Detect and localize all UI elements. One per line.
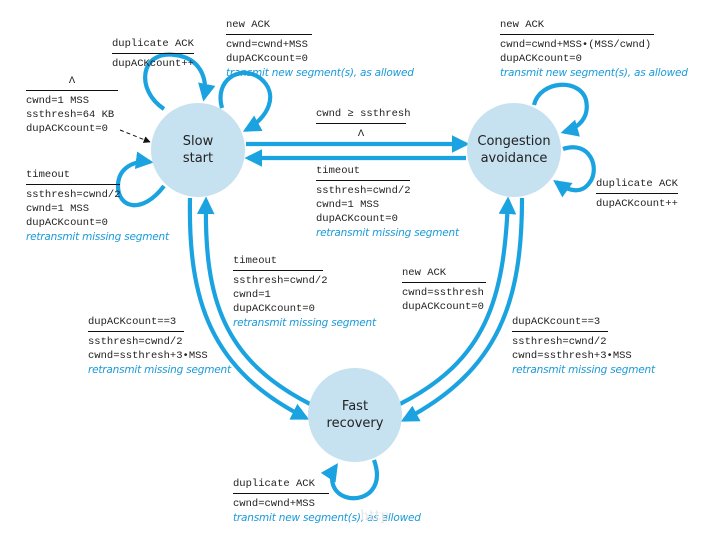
fr-to-ca-arrow bbox=[399, 196, 517, 406]
action-text: dupACKcount++ bbox=[112, 58, 194, 70]
note-text: retransmit missing segment bbox=[512, 364, 655, 376]
state-label-line1: Congestion bbox=[477, 134, 551, 149]
action-text: dupACKcount=0 bbox=[402, 301, 484, 313]
action-text: ssthresh=cwnd/2 bbox=[233, 275, 328, 287]
note-text: retransmit missing segment bbox=[233, 317, 376, 329]
label-initial: Λ cwnd=1 MSS ssthresh=64 KB dupACKcount=… bbox=[26, 74, 118, 136]
note-text: retransmit missing segment bbox=[88, 364, 231, 376]
watermark: http bbox=[360, 508, 390, 524]
note-text: transmit new segment(s), as allowed bbox=[500, 67, 688, 79]
state-congestion-avoidance: Congestion avoidance bbox=[467, 103, 561, 197]
label-ss-duplicate-ack: duplicate ACK dupACKcount++ bbox=[112, 37, 194, 71]
event-text: dupACKcount==3 bbox=[512, 315, 608, 332]
ss-dup-ack-loop bbox=[143, 52, 216, 111]
action-text: ssthresh=64 KB bbox=[26, 109, 115, 121]
action-text: dupACKcount=0 bbox=[26, 217, 108, 229]
note-text: retransmit missing segment bbox=[316, 227, 459, 239]
label-ca-to-fr: dupACKcount==3 ssthresh=cwnd/2 cwnd=ssth… bbox=[512, 315, 655, 377]
label-ss-new-ack: new ACK cwnd=cwnd+MSS dupACKcount=0 tran… bbox=[226, 18, 414, 80]
event-text: duplicate ACK bbox=[112, 37, 194, 54]
ss-timeout-loop bbox=[115, 151, 166, 208]
action-text: cwnd=cwnd+MSS•(MSS/cwnd) bbox=[500, 39, 652, 51]
ca-to-fr-arrow bbox=[400, 197, 525, 422]
label-ca-to-ss-timeout: timeout ssthresh=cwnd/2 cwnd=1 MSS dupAC… bbox=[316, 164, 459, 240]
action-text: ssthresh=cwnd/2 bbox=[26, 189, 121, 201]
action-text: dupACKcount=0 bbox=[500, 53, 582, 65]
state-label-line2: recovery bbox=[326, 416, 384, 431]
fr-dup-ack-loop bbox=[320, 459, 379, 501]
label-ss-to-fr: dupACKcount==3 ssthresh=cwnd/2 cwnd=ssth… bbox=[88, 315, 231, 377]
action-text: ssthresh=cwnd/2 bbox=[512, 336, 607, 348]
event-text: new ACK bbox=[402, 266, 486, 283]
event-text: timeout bbox=[316, 164, 410, 181]
action-text: dupACKcount=0 bbox=[226, 53, 308, 65]
event-text: timeout bbox=[26, 168, 120, 185]
label-ss-to-ca: cwnd ≥ ssthresh Λ bbox=[316, 107, 411, 141]
event-text: new ACK bbox=[226, 18, 312, 35]
action-text: ssthresh=cwnd/2 bbox=[88, 336, 183, 348]
action-text: cwnd=ssthresh+3•MSS bbox=[88, 350, 208, 362]
label-fr-duplicate-ack: duplicate ACK cwnd=cwnd+MSS transmit new… bbox=[233, 477, 421, 525]
action-text: cwnd=cwnd+MSS bbox=[226, 39, 308, 51]
label-ss-timeout: timeout ssthresh=cwnd/2 cwnd=1 MSS dupAC… bbox=[26, 168, 169, 244]
event-text: timeout bbox=[233, 254, 323, 271]
action-text: cwnd=1 bbox=[233, 289, 271, 301]
event-text: dupACKcount==3 bbox=[88, 315, 184, 332]
state-label-line2: start bbox=[182, 151, 214, 166]
action-text: cwnd=cwnd+MSS bbox=[233, 498, 315, 510]
action-text: cwnd=ssthresh+3•MSS bbox=[512, 350, 632, 362]
note-text: transmit new segment(s), as allowed bbox=[233, 512, 421, 524]
action-text: cwnd=1 MSS bbox=[316, 199, 380, 211]
fr-to-ss-arrow bbox=[196, 196, 311, 406]
note-text: retransmit missing segment bbox=[26, 231, 169, 243]
label-ca-new-ack: new ACK cwnd=cwnd+MSS•(MSS/cwnd) dupACKc… bbox=[500, 18, 688, 80]
action-text: dupACKcount=0 bbox=[233, 303, 315, 315]
action-text: dupACKcount=0 bbox=[316, 213, 398, 225]
action-text: dupACKcount++ bbox=[596, 198, 678, 210]
label-fr-to-ca: new ACK cwnd=ssthresh dupACKcount=0 bbox=[402, 266, 486, 314]
state-slow-start: Slow start bbox=[151, 103, 245, 197]
event-text: cwnd ≥ ssthresh bbox=[316, 107, 411, 124]
label-fr-to-ss-timeout: timeout ssthresh=cwnd/2 cwnd=1 dupACKcou… bbox=[233, 254, 376, 330]
event-text: new ACK bbox=[500, 18, 654, 35]
state-label-line2: avoidance bbox=[480, 151, 548, 166]
event-text: Λ bbox=[26, 74, 118, 91]
ss-to-fr-arrow bbox=[187, 197, 310, 420]
state-fast-recovery: Fast recovery bbox=[308, 368, 402, 462]
action-text: cwnd=1 MSS bbox=[26, 203, 90, 215]
note-text: transmit new segment(s), as allowed bbox=[226, 67, 414, 79]
action-text: cwnd=ssthresh bbox=[402, 287, 484, 299]
state-label-line1: Slow bbox=[182, 134, 214, 149]
action-text: dupACKcount=0 bbox=[26, 123, 108, 135]
state-label-line1: Fast bbox=[341, 399, 369, 414]
ca-new-ack-loop bbox=[531, 82, 589, 137]
ss-new-ack-loop bbox=[218, 70, 273, 132]
action-text: ssthresh=cwnd/2 bbox=[316, 185, 411, 197]
initial-transition-arrow bbox=[119, 129, 151, 143]
action-text: Λ bbox=[357, 128, 365, 140]
action-text: cwnd=1 MSS bbox=[26, 95, 90, 107]
ca-dup-ack-loop bbox=[553, 145, 596, 198]
event-text: duplicate ACK bbox=[596, 177, 678, 194]
event-text: duplicate ACK bbox=[233, 477, 329, 494]
label-ca-duplicate-ack: duplicate ACK dupACKcount++ bbox=[596, 177, 678, 211]
